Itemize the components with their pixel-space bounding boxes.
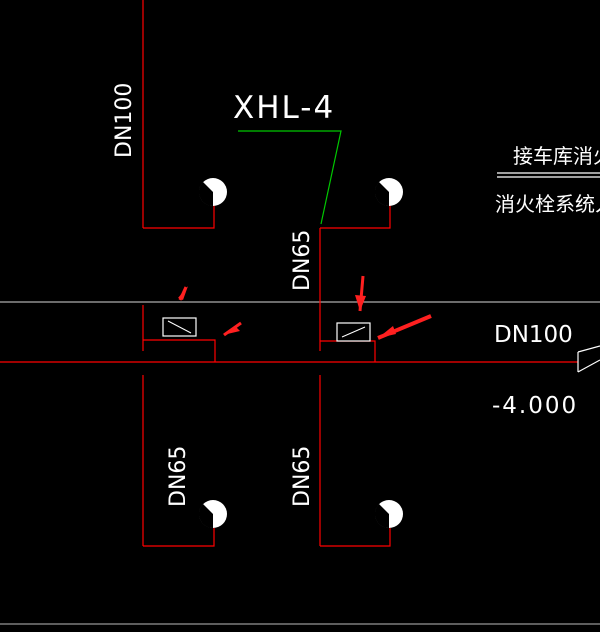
label-dn65-upper: DN65 <box>290 230 315 291</box>
hydrant-symbol-icon <box>198 500 227 529</box>
pipe-network <box>0 0 578 547</box>
hydrant-symbol-icon <box>374 500 403 529</box>
note-line-1: 接车库消火 <box>513 144 600 168</box>
flow-arrow-icon <box>577 345 600 373</box>
hydrant-symbol-icon <box>198 178 227 207</box>
label-dn100-horizontal: DN100 <box>494 322 573 348</box>
valve-left <box>162 317 197 337</box>
note-line-2: 消火栓系统入 <box>495 192 600 216</box>
label-dn65-lower-left: DN65 <box>166 446 191 507</box>
arrow-annotation-icon <box>178 275 432 340</box>
label-xhl: XHL-4 <box>233 90 335 126</box>
valve-right <box>336 322 371 342</box>
xhl-leader-line <box>238 130 342 225</box>
hydrant-symbol-icon <box>374 178 403 207</box>
label-dn65-lower-right: DN65 <box>290 446 315 507</box>
label-elevation: -4.000 <box>492 393 578 419</box>
label-dn100-vertical: DN100 <box>112 83 137 158</box>
